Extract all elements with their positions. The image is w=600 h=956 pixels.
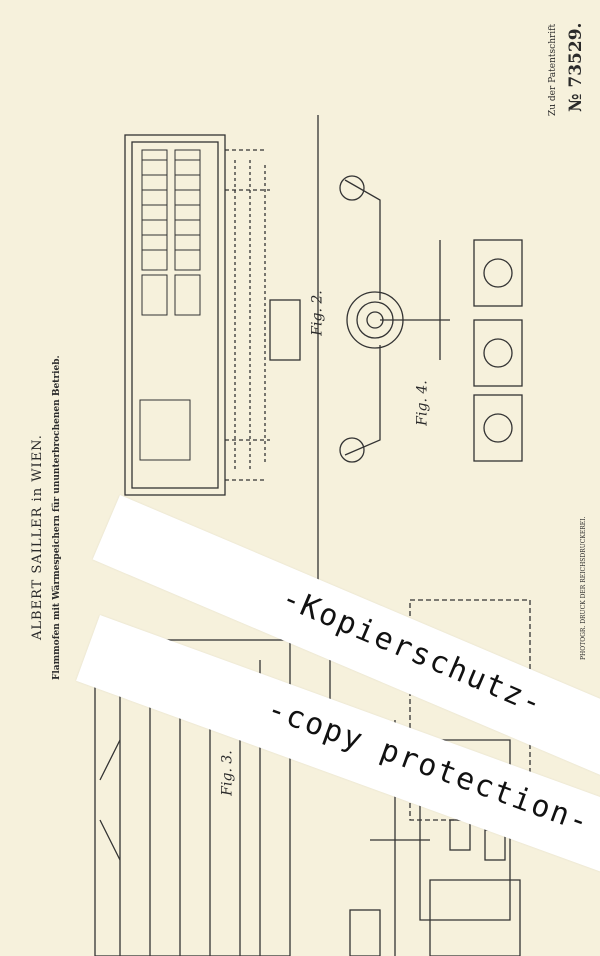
patent-subtitle: Flammofen mit Wärmespeichern für ununter… — [52, 355, 62, 680]
patent-reference-label: Zu der Patentschrift — [548, 24, 558, 116]
patent-number: № 73529. — [566, 23, 586, 112]
figure-4-drawing — [474, 240, 522, 461]
figure-3-label: Fig. 3. — [220, 750, 236, 795]
figure-4-label: Fig. 4. — [415, 380, 431, 425]
figure-2-label: Fig. 2. — [310, 290, 326, 335]
printer-note: PHOTOGR. DRUCK DER REICHSDRUCKEREI. — [580, 517, 587, 660]
inventor-title: ALBERT SAILLER in WIEN. — [30, 434, 45, 640]
